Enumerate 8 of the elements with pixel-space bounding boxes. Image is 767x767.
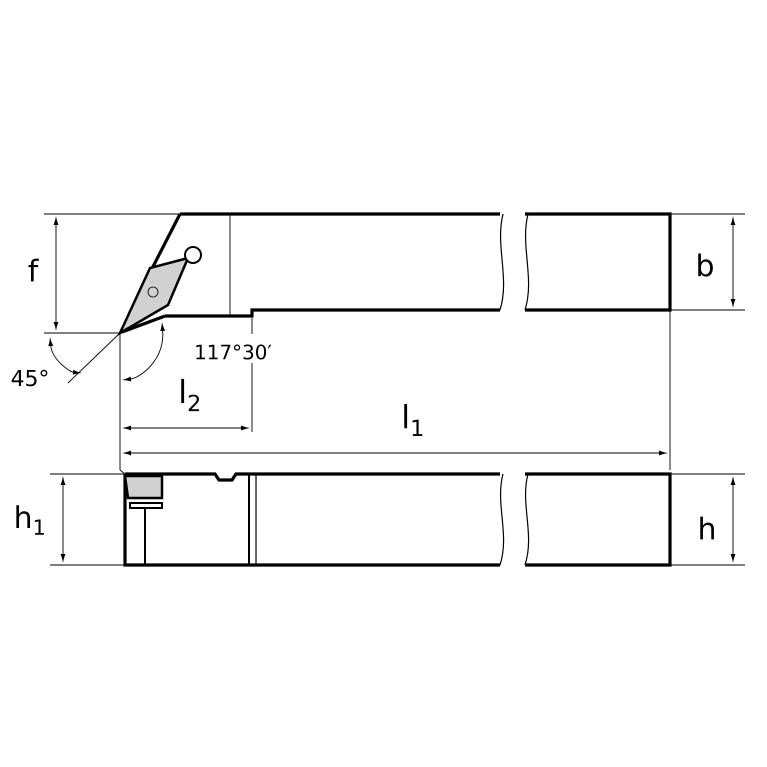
dimension-label: l$_{2}$ xyxy=(181,378,200,412)
dimension-label: l$_{1}$ xyxy=(404,404,422,436)
dimension-label: 117°30′ xyxy=(196,344,272,360)
dimension-label: h$_{1}$ xyxy=(16,505,44,535)
dimension-label: h xyxy=(700,516,714,540)
dimension-label: b xyxy=(698,253,713,277)
dimension-label: 45° xyxy=(12,370,48,386)
dimension-label: f xyxy=(28,258,39,282)
